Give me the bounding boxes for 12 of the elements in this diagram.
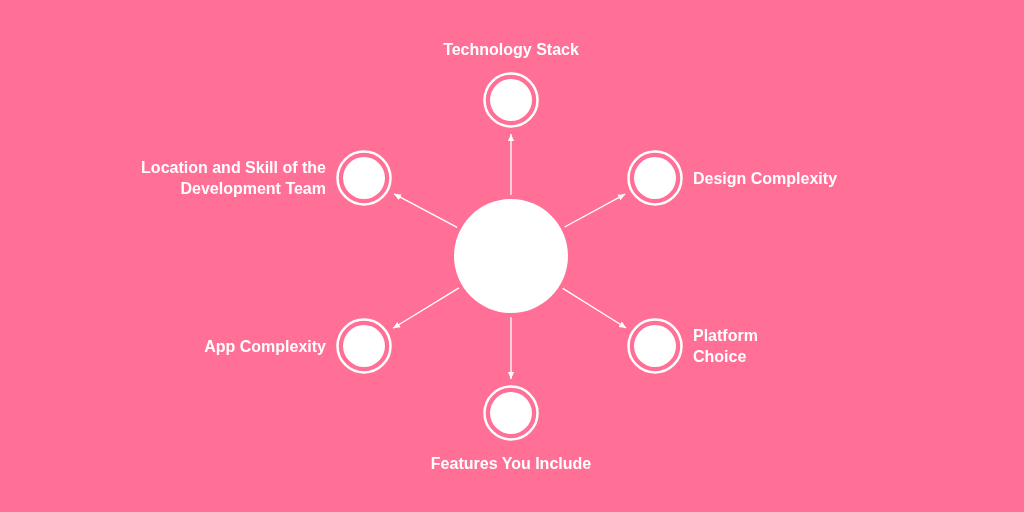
node-label: Design Complexity	[693, 168, 839, 189]
arrow	[562, 287, 627, 329]
arrow	[507, 316, 515, 380]
arrow	[564, 193, 626, 228]
arrow	[507, 133, 515, 196]
node-label: Features You Include	[429, 454, 593, 474]
node-label: Technology Stack	[442, 40, 580, 60]
arrow	[392, 287, 460, 329]
arrow	[393, 193, 458, 229]
node-label: Location and Skill of the Development Team	[140, 158, 326, 199]
node-label: App Complexity	[203, 336, 326, 357]
node-label: Platform Choice	[693, 326, 759, 367]
